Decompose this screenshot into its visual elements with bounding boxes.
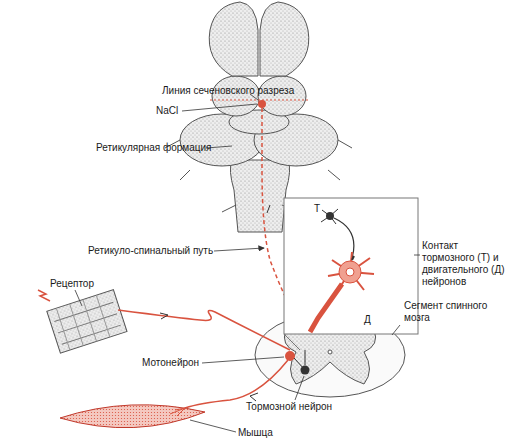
- part-label: Контакт тормозного (Т) и двигательного (…: [422, 240, 508, 288]
- muscle: [60, 405, 205, 428]
- part-label: Мышца: [238, 427, 273, 439]
- sensory-fiber: [118, 310, 290, 350]
- part-label: NaCl: [156, 105, 178, 117]
- part-label: Д: [364, 314, 371, 326]
- cut-line: [210, 100, 308, 101]
- receptor-skin: [47, 290, 127, 353]
- part-label: Сегмент спинного мозга: [404, 300, 504, 324]
- part-label: Тормозной нейрон: [246, 401, 332, 413]
- leader-lines: [75, 94, 420, 432]
- part-label: Ретикулярная формация: [96, 142, 212, 154]
- part-label: Ретикуло-спинальный путь: [88, 245, 213, 257]
- stimulus-arrow: [38, 290, 50, 301]
- nacl-crystal: [258, 100, 266, 108]
- motoneuron: [285, 351, 295, 361]
- part-label: Мотонейрон: [142, 357, 199, 369]
- motor-fiber: [185, 360, 288, 408]
- part-label: Рецептор: [50, 278, 94, 290]
- synapse-inset: [284, 198, 418, 350]
- part-label: Т: [314, 203, 320, 215]
- part-label: Линия сеченовского разреза: [162, 85, 294, 97]
